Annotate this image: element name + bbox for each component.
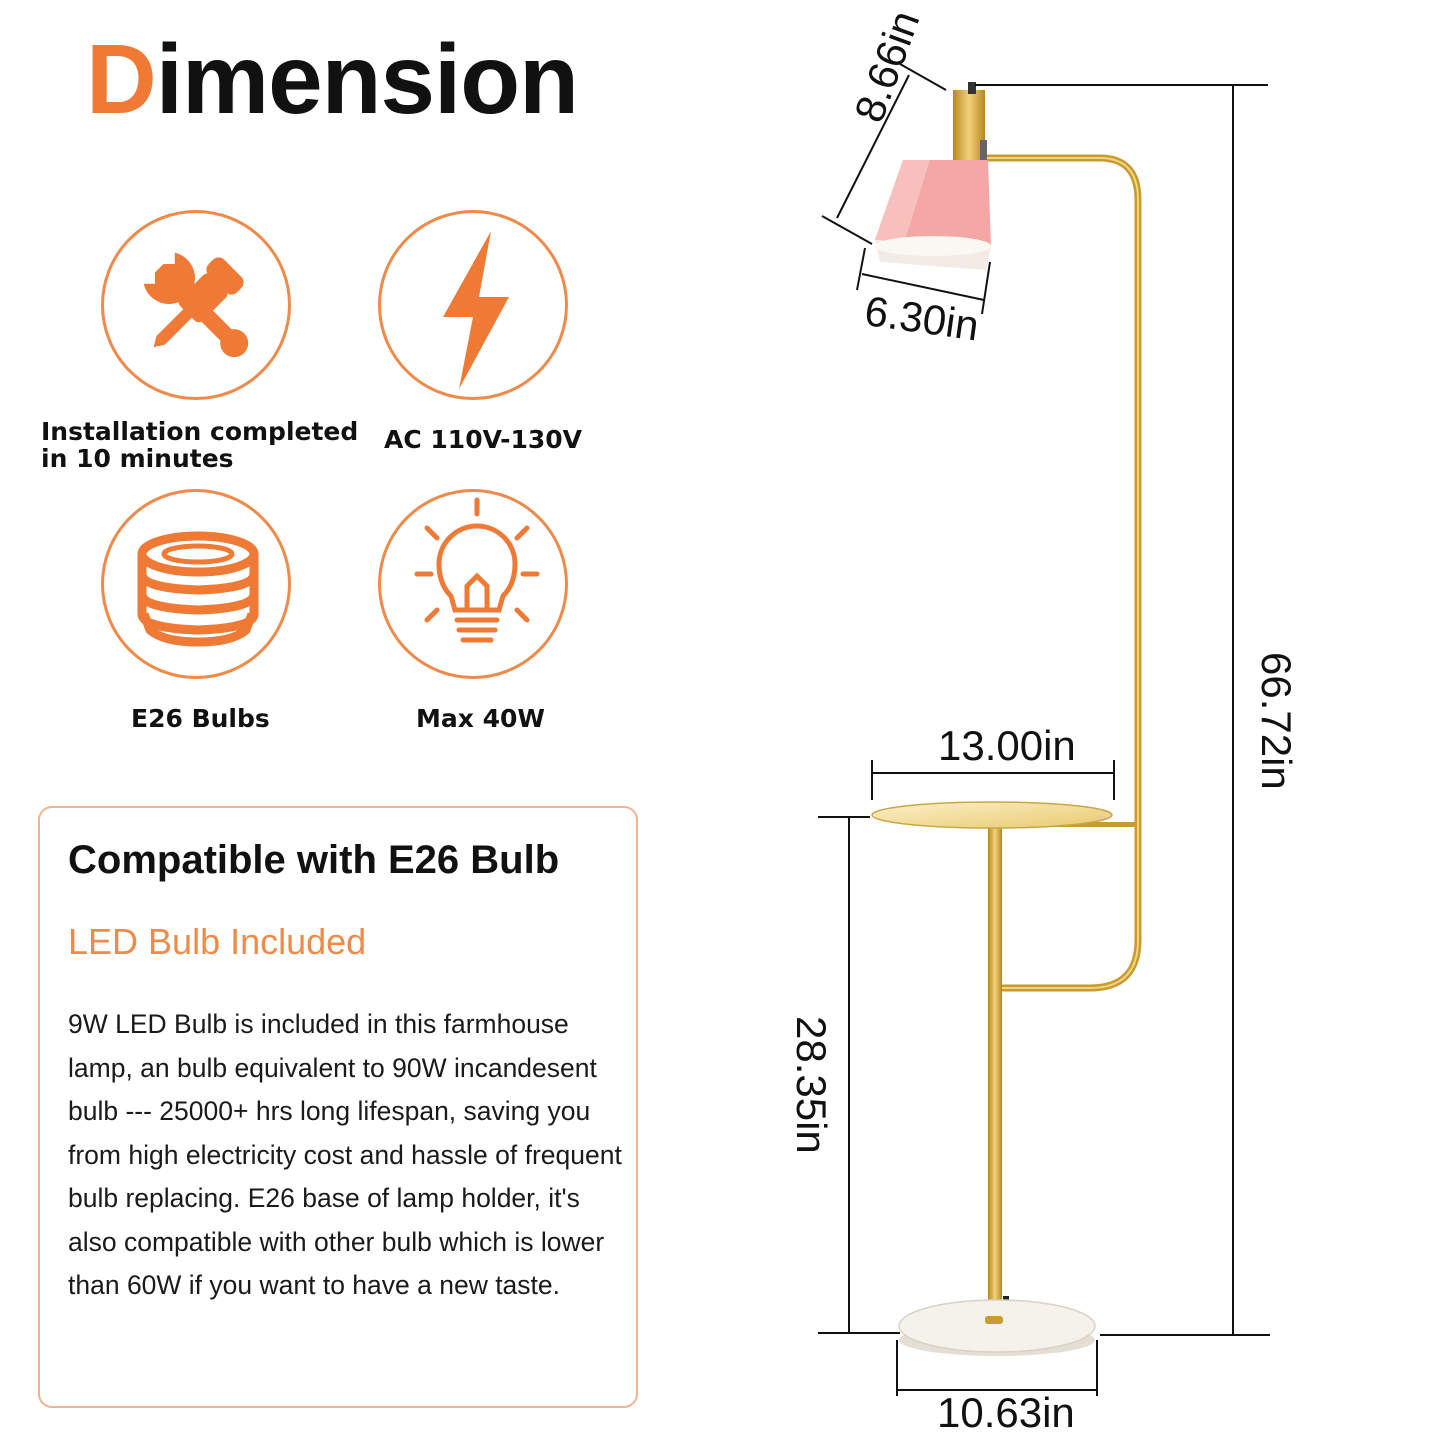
light-bulb-icon (414, 497, 540, 643)
lamp-arm (985, 154, 1142, 992)
installation-label-line1: Installation completed (41, 417, 359, 446)
e26-bulbs-label: E26 Bulbs (131, 704, 270, 733)
info-body: 9W LED Bulb is included in this farmhous… (68, 1009, 622, 1300)
pole-foot (985, 1316, 1003, 1324)
info-subheading: LED Bulb Included (68, 921, 367, 962)
installation-label: Installation completed in 10 minutes (41, 418, 358, 472)
lightning-bolt-icon (443, 231, 509, 389)
info-card (38, 806, 638, 1408)
voltage-label: AC 110V-130V (384, 425, 583, 454)
side-table-top (871, 801, 1113, 829)
marble-base (898, 1299, 1096, 1353)
wrench-screwdriver-icon (143, 252, 249, 358)
installation-label-line2: in 10 minutes (41, 444, 234, 473)
max-wattage-label: Max 40W (416, 704, 545, 733)
title-first-letter: D (86, 24, 157, 134)
info-heading: Compatible with E26 Bulb (68, 838, 560, 882)
lamp-pole (988, 826, 1002, 1322)
max-wattage-feature (378, 489, 568, 679)
lamp-socket (953, 90, 985, 166)
bulb-base-feature (101, 489, 291, 679)
dimension-lines (818, 63, 1270, 1396)
voltage-feature (378, 210, 568, 400)
page-title: Dimension (86, 30, 579, 128)
installation-feature (101, 210, 291, 400)
total-height-label: 66.72in (1253, 652, 1300, 790)
table-height-label: 28.35in (788, 1016, 835, 1154)
base-width-label: 10.63in (937, 1389, 1075, 1436)
total-height-value: 66.72in (1253, 652, 1300, 790)
table-width-label: 13.00in (938, 722, 1076, 769)
bulb-base-icon (137, 531, 259, 647)
title-rest: imension (155, 24, 579, 134)
socket-knob-icon (980, 140, 987, 160)
socket-switch-icon (968, 82, 976, 94)
lamp-shade (875, 160, 991, 270)
table-height-value: 28.35in (788, 1016, 835, 1154)
